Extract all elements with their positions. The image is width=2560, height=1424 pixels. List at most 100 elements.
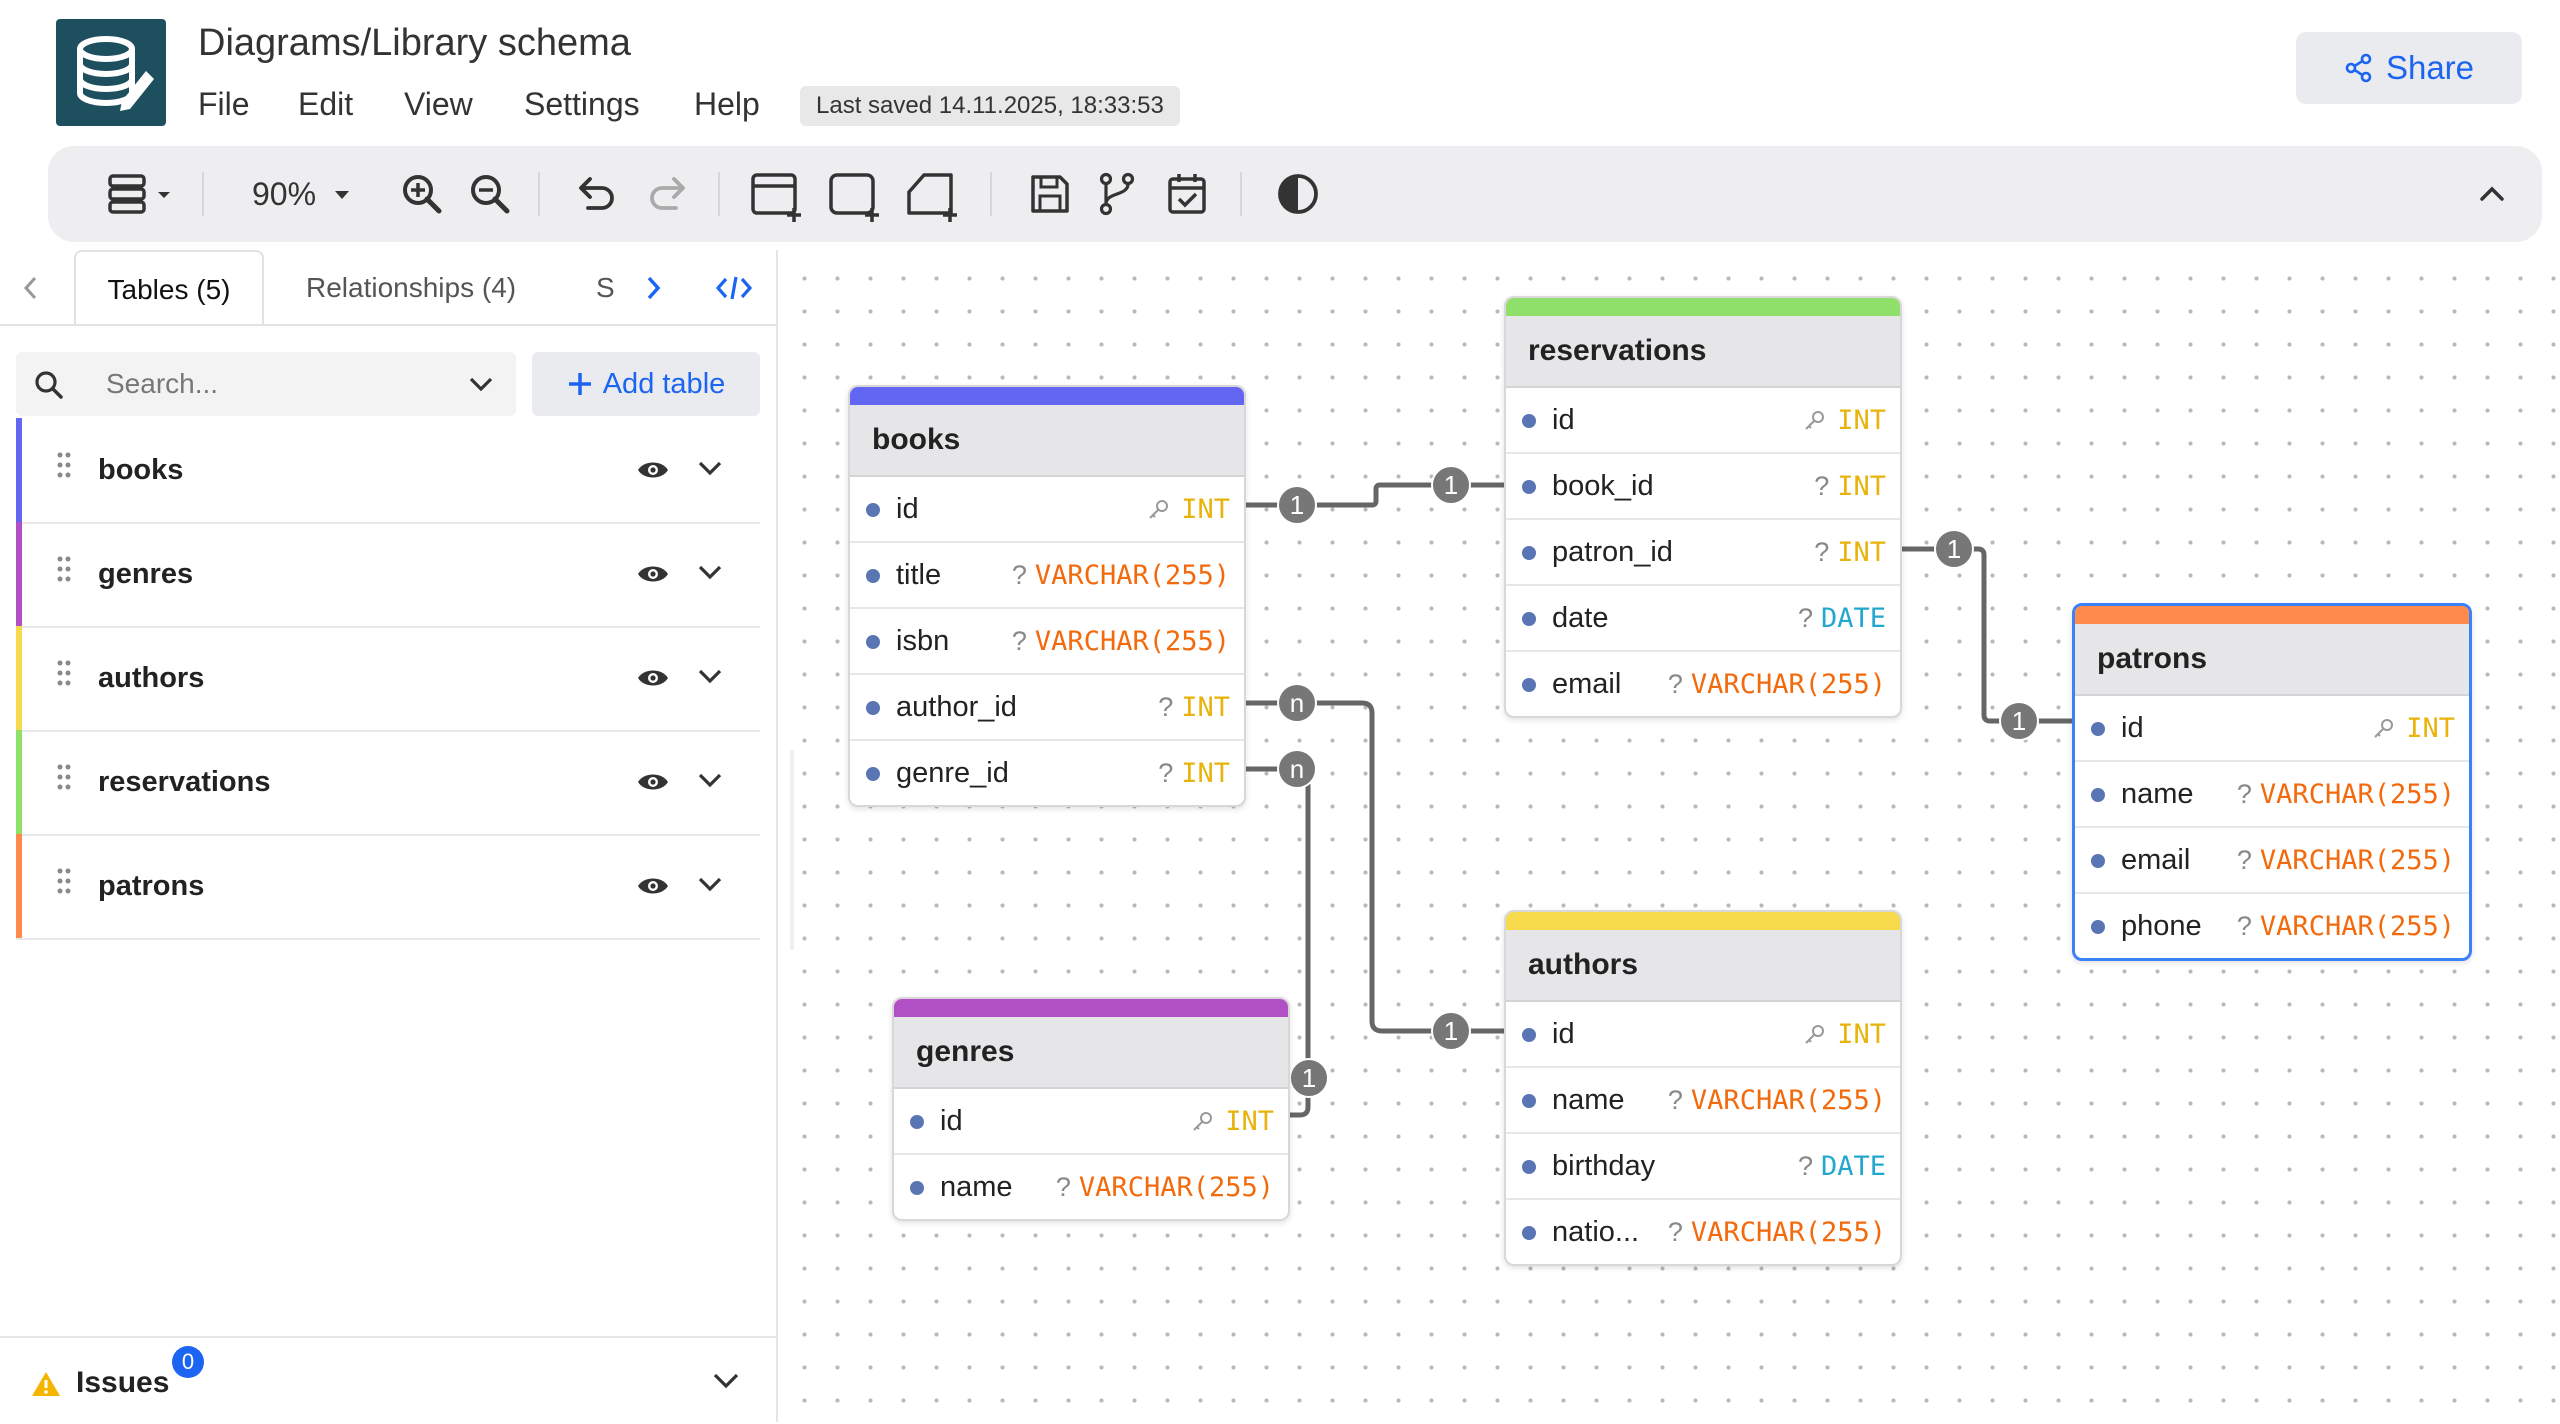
tabs-scroll-left-button[interactable] (20, 274, 42, 307)
table-title[interactable]: authors (1506, 930, 1900, 1002)
field-handle[interactable] (910, 1181, 924, 1195)
field-handle[interactable] (2091, 854, 2105, 868)
diagram-title[interactable]: Diagrams/Library schema (198, 22, 631, 64)
redo-button[interactable] (646, 172, 690, 221)
zoom-out-button[interactable] (468, 172, 512, 221)
table-title[interactable]: reservations (1506, 316, 1900, 388)
share-button[interactable]: Share (2296, 32, 2522, 104)
chevron-down-icon[interactable] (696, 456, 724, 480)
field-handle[interactable] (1522, 1094, 1536, 1108)
table-field[interactable]: book_id?INT (1506, 454, 1900, 520)
add-area-button[interactable] (828, 172, 884, 227)
sidebar-table-reservations[interactable]: reservations (16, 730, 760, 836)
field-handle[interactable] (1522, 612, 1536, 626)
table-field[interactable]: natio...?VARCHAR(255) (1506, 1200, 1900, 1264)
table-title[interactable]: patrons (2075, 624, 2469, 696)
undo-button[interactable] (574, 172, 618, 221)
app-logo[interactable] (56, 19, 166, 126)
layout-menu-button[interactable] (106, 172, 182, 221)
sidebar-table-authors[interactable]: authors (16, 626, 760, 732)
field-handle[interactable] (1522, 1226, 1536, 1240)
table-field[interactable]: email?VARCHAR(255) (1506, 652, 1900, 716)
field-handle[interactable] (1522, 1160, 1536, 1174)
table-field[interactable]: name?VARCHAR(255) (1506, 1068, 1900, 1134)
table-field[interactable]: genre_id?INT (850, 741, 1244, 805)
add-table-tool-button[interactable] (750, 172, 806, 227)
tabs-scroll-right-button[interactable] (642, 274, 664, 307)
field-handle[interactable] (910, 1115, 924, 1129)
table-field[interactable]: name?VARCHAR(255) (2075, 762, 2469, 828)
field-handle[interactable] (1522, 678, 1536, 692)
zoom-in-button[interactable] (400, 172, 444, 221)
field-handle[interactable] (1522, 480, 1536, 494)
table-field[interactable]: email?VARCHAR(255) (2075, 828, 2469, 894)
add-table-button[interactable]: Add table (532, 352, 760, 416)
menu-view[interactable]: View (404, 86, 473, 122)
code-view-button[interactable] (715, 274, 753, 307)
chevron-down-icon[interactable] (696, 560, 724, 584)
add-note-button[interactable] (906, 172, 962, 227)
table-field[interactable]: name?VARCHAR(255) (894, 1155, 1288, 1219)
field-handle[interactable] (2091, 722, 2105, 736)
table-field[interactable]: phone?VARCHAR(255) (2075, 894, 2469, 958)
field-handle[interactable] (1522, 414, 1536, 428)
tab-tables[interactable]: Tables (5) (74, 250, 264, 326)
drag-handle-icon[interactable] (56, 762, 72, 792)
tab-relationships[interactable]: Relationships (4) (306, 272, 517, 303)
save-button[interactable] (1028, 172, 1072, 221)
sidebar-table-patrons[interactable]: patrons (16, 834, 760, 940)
issues-panel[interactable]: Issues 0 (0, 1336, 776, 1424)
table-title[interactable]: books (850, 405, 1244, 477)
drag-handle-icon[interactable] (56, 450, 72, 480)
chevron-down-icon[interactable] (696, 872, 724, 896)
eye-icon[interactable] (636, 768, 670, 796)
chevron-down-icon[interactable] (468, 374, 494, 394)
field-handle[interactable] (1522, 546, 1536, 560)
field-handle[interactable] (866, 767, 880, 781)
sidebar-table-books[interactable]: books (16, 418, 760, 524)
table-field[interactable]: title?VARCHAR(255) (850, 543, 1244, 609)
theme-toggle-button[interactable] (1276, 172, 1320, 221)
drag-handle-icon[interactable] (56, 658, 72, 688)
menu-edit[interactable]: Edit (298, 86, 354, 122)
calendar-button[interactable] (1166, 172, 1210, 221)
zoom-select[interactable]: 90% (252, 176, 350, 213)
field-handle[interactable] (866, 701, 880, 715)
menu-settings[interactable]: Settings (524, 86, 640, 122)
tab-subject-areas[interactable]: S (596, 272, 615, 303)
field-handle[interactable] (866, 569, 880, 583)
table-field[interactable]: isbn?VARCHAR(255) (850, 609, 1244, 675)
field-handle[interactable] (2091, 788, 2105, 802)
table-field[interactable]: birthday?DATE (1506, 1134, 1900, 1200)
menu-help[interactable]: Help (694, 86, 760, 122)
eye-icon[interactable] (636, 456, 670, 484)
drag-handle-icon[interactable] (56, 554, 72, 584)
eye-icon[interactable] (636, 560, 670, 588)
drag-handle-icon[interactable] (56, 866, 72, 896)
table-field[interactable]: patron_id?INT (1506, 520, 1900, 586)
chevron-down-icon[interactable] (696, 664, 724, 688)
eye-icon[interactable] (636, 872, 670, 900)
collapse-toolbar-button[interactable] (2478, 180, 2506, 213)
table-field[interactable]: author_id?INT (850, 675, 1244, 741)
table-search[interactable]: Search... (16, 352, 516, 416)
menu-file[interactable]: File (198, 86, 250, 122)
chevron-down-icon[interactable] (696, 768, 724, 792)
eye-icon[interactable] (636, 664, 670, 692)
sidebar-table-genres[interactable]: genres (16, 522, 760, 628)
field-handle[interactable] (866, 503, 880, 517)
field-handle[interactable] (2091, 920, 2105, 934)
field-handle[interactable] (1522, 1028, 1536, 1042)
table-title[interactable]: genres (894, 1017, 1288, 1089)
field-handle[interactable] (866, 635, 880, 649)
